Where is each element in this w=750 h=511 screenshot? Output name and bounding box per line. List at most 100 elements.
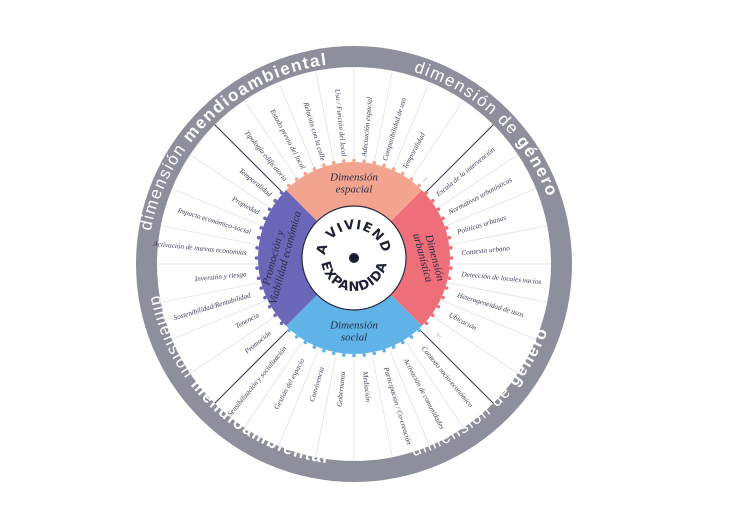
spoke-line — [171, 188, 267, 228]
quadrant-tick — [263, 216, 267, 221]
quadrant-label: espacial — [336, 184, 373, 196]
quadrant-tick — [312, 345, 317, 349]
spoke-line — [190, 316, 276, 374]
quadrant-sector — [286, 294, 422, 355]
spoke-line — [244, 342, 302, 428]
quadrant-tick — [259, 226, 264, 230]
quadrant-tick — [286, 328, 291, 333]
spoke-line — [315, 357, 336, 458]
quadrant-tick — [417, 328, 422, 333]
item-social: Mediación — [361, 370, 372, 403]
spoke-line — [278, 351, 318, 447]
quadrant-sector — [390, 190, 451, 326]
spoke-line — [390, 81, 430, 177]
quadrant-label: Dimensión — [329, 172, 378, 184]
quadrant-tick — [331, 351, 336, 356]
spoke-line — [406, 100, 464, 186]
quadrant-tick — [372, 351, 377, 356]
spoke-line — [406, 342, 464, 428]
quadrant-tick — [273, 198, 277, 203]
spoke-line — [190, 154, 276, 212]
category-spokes — [157, 67, 551, 461]
quadrant-sector — [257, 190, 318, 326]
quadrant-tick — [273, 313, 277, 318]
quadrant-sector — [286, 162, 422, 222]
quadrant-tick — [424, 321, 429, 326]
quadrant-tick — [294, 177, 299, 181]
quadrant-tick — [372, 160, 377, 165]
spoke-line — [432, 154, 518, 212]
quadrant-tick — [342, 353, 346, 357]
spoke-line — [447, 225, 548, 246]
quadrant-tick — [362, 353, 366, 357]
quadrant-tick — [382, 163, 386, 168]
quadrant-tick — [263, 295, 267, 300]
quadrant-tick — [286, 183, 291, 188]
spoke-line — [315, 70, 336, 171]
item-urbanistica: ... — [435, 329, 444, 339]
quadrant-tick — [409, 335, 414, 339]
quadrant-divider — [214, 124, 288, 198]
quadrant-tick — [391, 167, 396, 171]
quadrant-tick — [303, 340, 308, 345]
quadrant-tick — [279, 190, 284, 195]
quadrant-divider — [420, 124, 494, 198]
quadrant-tick — [424, 190, 429, 195]
quadrant-tick — [255, 246, 259, 250]
quadrant-tick — [255, 266, 259, 270]
quadrant-divider — [420, 330, 494, 404]
quadrant-tick — [431, 313, 435, 318]
spoke-line — [171, 300, 267, 340]
quadrant-tick — [449, 256, 454, 260]
quadrant-tick — [417, 183, 422, 188]
quadrant-tick — [352, 353, 356, 358]
quadrant-tick — [436, 207, 441, 212]
quadrant-tick — [441, 295, 445, 300]
quadrant-tick — [362, 159, 366, 163]
quadrant-tick — [382, 348, 386, 353]
center-dot — [349, 253, 359, 263]
spoke-line — [447, 282, 548, 303]
quadrant-tick — [352, 158, 356, 163]
quadrant-label: Dimensión — [329, 320, 378, 332]
quadrant-tick — [400, 171, 405, 176]
spoke-line — [244, 100, 302, 186]
quadrant-tick — [447, 276, 452, 281]
quadrant-tick — [431, 198, 435, 203]
spoke-line — [390, 351, 430, 447]
spoke-line — [372, 357, 393, 458]
item-espacial: ... — [419, 173, 429, 182]
quadrant-tick — [391, 345, 396, 349]
quadrant-tick — [331, 160, 336, 165]
item-social: Gobernanza — [336, 371, 347, 408]
dimension-quadrants: DimensiónespacialDimensiónurbanísticaDim… — [254, 158, 454, 358]
quadrant-tick — [444, 226, 449, 230]
quadrant-tick — [312, 167, 317, 171]
quadrant-tick — [449, 246, 453, 250]
quadrant-tick — [259, 286, 264, 290]
quadrant-tick — [279, 321, 284, 326]
quadrant-divider — [214, 330, 288, 404]
quadrant-tick — [322, 348, 326, 353]
spoke-line — [160, 282, 261, 303]
quadrant-tick — [444, 286, 449, 290]
quadrant-tick — [449, 266, 453, 270]
spoke-line — [441, 300, 537, 340]
quadrant-tick — [254, 256, 259, 260]
quadrant-tick — [267, 304, 272, 309]
quadrant-tick — [322, 163, 326, 168]
quadrant-tick — [294, 335, 299, 339]
quadrant-tick — [303, 171, 308, 176]
quadrant-label: social — [341, 332, 367, 344]
quadrant-tick — [256, 235, 261, 240]
spoke-line — [372, 70, 393, 171]
quadrant-tick — [447, 235, 452, 240]
spoke-line — [441, 188, 537, 228]
spoke-line — [160, 225, 261, 246]
spoke-line — [432, 316, 518, 374]
quadrant-tick — [441, 216, 445, 221]
quadrant-tick — [256, 276, 261, 281]
quadrant-tick — [400, 340, 405, 345]
quadrant-tick — [267, 207, 272, 212]
